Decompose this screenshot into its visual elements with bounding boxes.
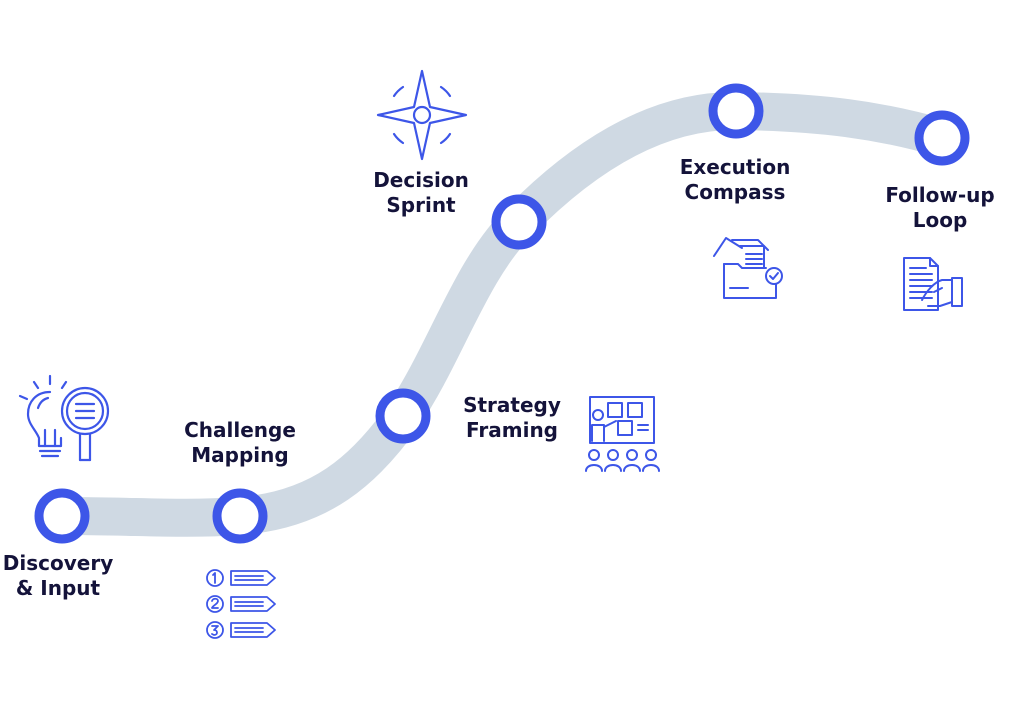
numbered-list-icon bbox=[205, 566, 279, 642]
node-decision bbox=[491, 194, 547, 250]
step-label-strategy: Strategy Framing bbox=[463, 393, 561, 442]
step-label-discovery: Discovery & Input bbox=[2, 551, 114, 600]
node-execution bbox=[708, 83, 764, 139]
step-label-followup: Follow-up Loop bbox=[885, 183, 995, 232]
node-strategy bbox=[375, 388, 431, 444]
step-label-decision: Decision Sprint bbox=[373, 168, 469, 217]
compass-star-icon bbox=[376, 69, 468, 161]
lightbulb-magnifier-icon bbox=[14, 374, 110, 464]
presentation-board-icon bbox=[582, 393, 664, 475]
document-hand-icon bbox=[900, 252, 966, 316]
node-followup bbox=[914, 110, 970, 166]
step-label-execution: Execution Compass bbox=[679, 155, 791, 204]
step-label-challenge: Challenge Mapping bbox=[184, 418, 296, 467]
node-discovery bbox=[34, 488, 90, 544]
document-folder-check-icon bbox=[708, 234, 788, 304]
node-challenge bbox=[212, 488, 268, 544]
